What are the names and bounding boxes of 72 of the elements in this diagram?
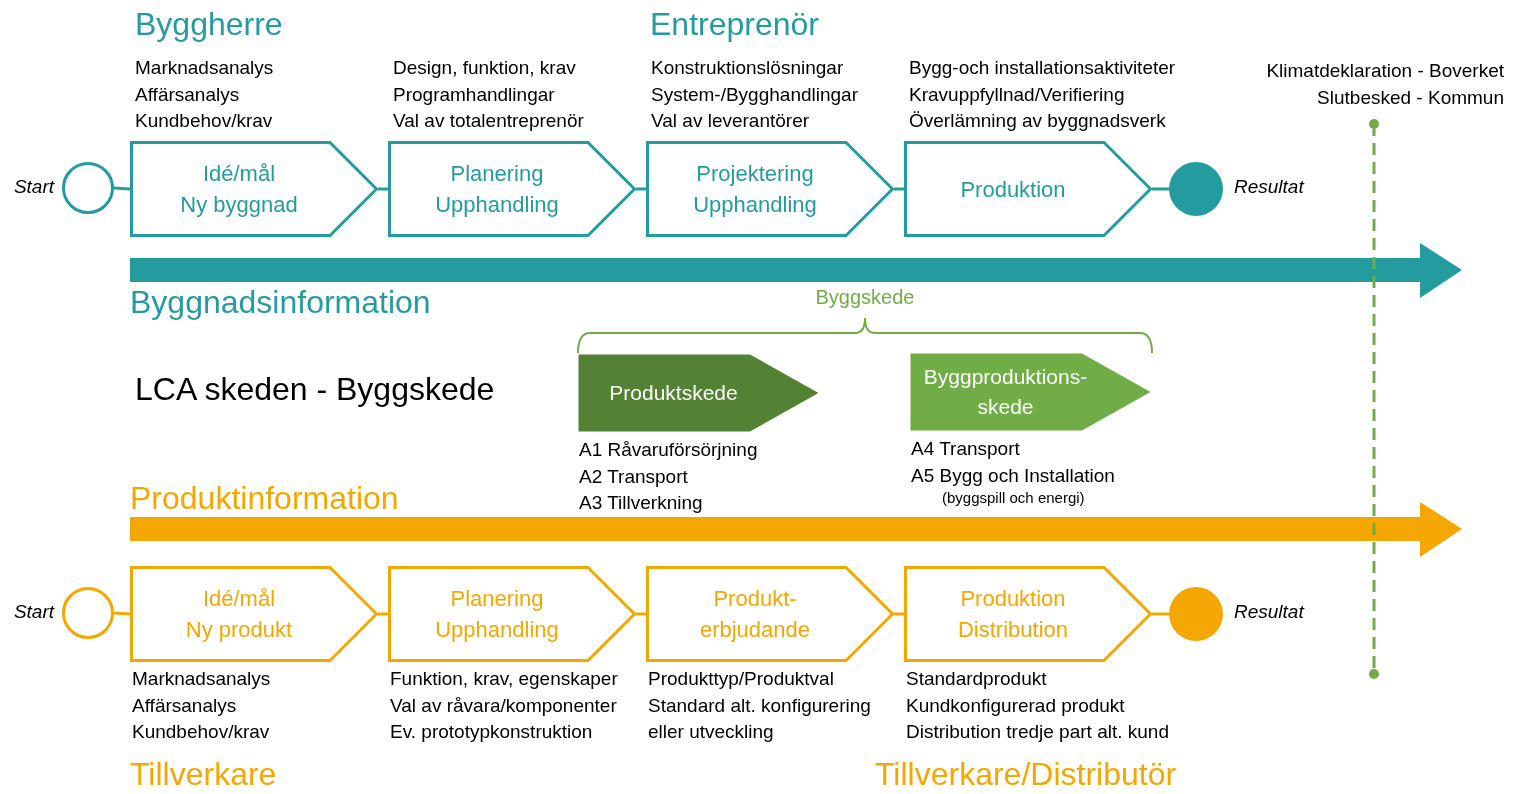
stage-label: Produktion: [959, 586, 1067, 612]
activity-text: Överlämning av byggnadsverk: [909, 110, 1166, 132]
flow-heading: Byggnadsinformation: [130, 284, 431, 321]
connector-line: [636, 612, 646, 616]
activity-text: Ev. prototypkonstruktion: [390, 721, 593, 743]
stage-label: Produktskede: [608, 381, 739, 405]
activity-text: Val av totalentreprenör: [393, 110, 584, 132]
activity-text: A1 Råvaruförsörjning: [579, 439, 758, 461]
connector-line: [113, 186, 131, 191]
circle-caption: Resultat: [1234, 176, 1304, 198]
activity-text: Distribution tredje part alt. kund: [906, 721, 1169, 743]
stage-label: skede: [976, 395, 1035, 419]
activity-text: A2 Transport: [579, 465, 688, 488]
role-heading: Entreprenör: [650, 6, 819, 43]
stage-label: Planering: [449, 586, 545, 612]
activity-text: Affärsanalys: [135, 83, 240, 106]
activity-text: A3 Tillverkning: [579, 492, 703, 514]
connector-line: [378, 612, 388, 616]
connector-line: [1152, 612, 1169, 616]
connector-line: [894, 612, 904, 616]
connector-line: [378, 187, 388, 191]
stage-label: erbjudande: [698, 617, 812, 643]
milestone-text: Klimatdeklaration - Boverket: [1266, 60, 1504, 82]
activity-text: Programhandlingar: [393, 83, 555, 106]
activity-text: Standardprodukt: [906, 668, 1047, 690]
stage-label: Idé/mål: [201, 161, 277, 187]
role-heading: Byggherre: [135, 6, 283, 43]
stage-label: Ny produkt: [184, 617, 294, 643]
activity-text: (byggspill och energi): [942, 489, 1085, 506]
section-heading: LCA skeden - Byggskede: [135, 371, 495, 408]
stage-label: Projektering: [695, 161, 815, 187]
connector-line: [113, 611, 131, 616]
stage-label: Upphandling: [434, 617, 560, 643]
stage-label: Planering: [449, 161, 545, 187]
connector-line: [894, 187, 904, 191]
stage-label: Idé/mål: [201, 586, 277, 612]
activity-text: Standard alt. konfigurering: [648, 694, 871, 717]
activity-text: Val av råvara/komponenter: [390, 694, 617, 717]
activity-text: Produkttyp/Produktval: [648, 668, 834, 690]
activity-text: System-/Bygghandlingar: [651, 83, 858, 106]
activity-text: Konstruktionslösningar: [651, 57, 844, 79]
stage-label: Upphandling: [434, 192, 560, 218]
activity-text: Funktion, krav, egenskaper: [390, 668, 618, 690]
activity-text: Kundkonfigurerad produkt: [906, 694, 1125, 717]
connector-line: [1152, 187, 1169, 191]
circle-caption: Resultat: [1234, 601, 1304, 623]
activity-text: Kundbehov/krav: [132, 721, 270, 743]
activity-text: Val av leverantörer: [651, 110, 810, 132]
activity-text: Kravuppfyllnad/Verifiering: [909, 83, 1125, 106]
activity-text: Kundbehov/krav: [135, 110, 273, 132]
milestone-text: Slutbesked - Kommun: [1317, 87, 1504, 109]
bracket-label: Byggskede: [814, 286, 916, 309]
activity-text: eller utveckling: [648, 721, 774, 743]
role-heading: Tillverkare: [130, 756, 277, 793]
activity-text: A4 Transport: [911, 438, 1020, 460]
role-heading: Tillverkare/Distributör: [875, 756, 1177, 793]
activity-text: Marknadsanalys: [135, 57, 274, 79]
circle-caption: Start: [13, 176, 54, 198]
circle-caption: Start: [13, 601, 54, 623]
stage-label: Ny byggnad: [179, 192, 299, 218]
stage-label: Produkt-: [712, 586, 798, 612]
stage-label: Distribution: [956, 617, 1069, 643]
stage-label: Byggproduktions-: [922, 365, 1089, 389]
connector-line: [636, 187, 646, 191]
activity-text: Marknadsanalys: [132, 668, 271, 690]
activity-text: A5 Bygg och Installation: [911, 464, 1115, 487]
stage-label: Produktion: [959, 176, 1067, 203]
activity-text: Design, funktion, krav: [393, 57, 576, 79]
activity-text: Affärsanalys: [132, 694, 237, 717]
activity-text: Bygg-och installationsaktiviteter: [909, 57, 1176, 79]
stage-label: Upphandling: [692, 192, 818, 218]
flow-heading: Produktinformation: [130, 480, 399, 517]
